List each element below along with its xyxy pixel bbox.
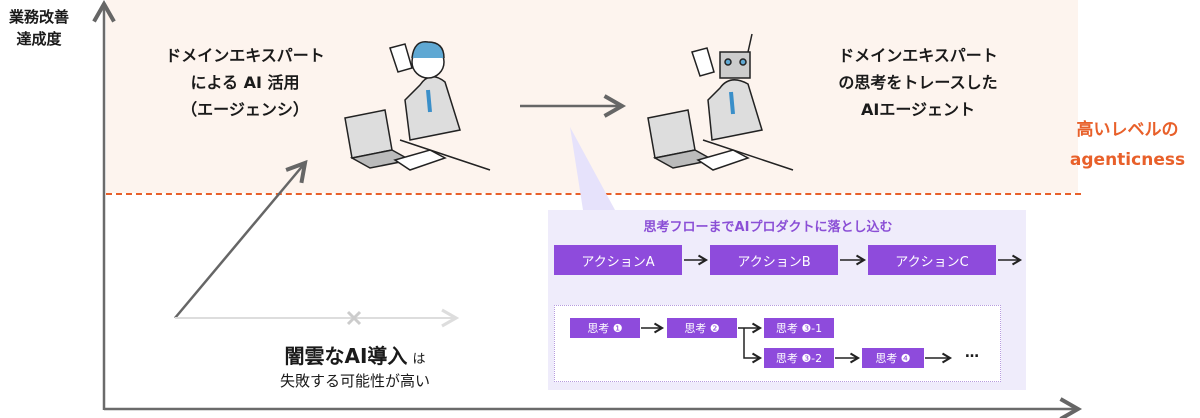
left-scenario-title: ドメインエキスパート による AI 活用 （エージェンシ） (165, 46, 325, 119)
thought-3-1-box: 思考 ❸-1 (764, 318, 834, 338)
thought-1-box: 思考 ❶ (570, 318, 640, 338)
thought-3-2-box: 思考 ❸-2 (764, 348, 834, 368)
action-c-box: アクションC (868, 245, 996, 275)
y-axis-label: 業務改善 達成度 (8, 8, 69, 48)
high-agenticness-zone (106, 0, 1078, 193)
action-b-box: アクションB (710, 245, 838, 275)
risk-subtext: 失敗する可能性が高い (279, 372, 430, 390)
continuation-ellipsis: … (965, 345, 979, 361)
high-agenticness-label: 高いレベルの agenticness (1069, 120, 1186, 170)
thought-2-box: 思考 ❷ (667, 318, 737, 338)
thought-detail-panel (554, 305, 1001, 382)
cross-icon (346, 310, 362, 326)
success-arrow (174, 159, 308, 319)
action-a-box: アクションA (554, 245, 682, 275)
thought-4-box: 思考 ❹ (862, 348, 924, 368)
robot-illustration (647, 33, 794, 171)
right-scenario-title: ドメインエキスパート の思考をトレースした AIエージェント (838, 46, 998, 119)
flow-title: 思考フローまでAIプロダクトに落とし込む (643, 220, 893, 235)
risk-heading: 闇雲なAI導入 は (284, 344, 426, 368)
person-illustration (344, 41, 491, 171)
callout-pointer (570, 127, 615, 210)
